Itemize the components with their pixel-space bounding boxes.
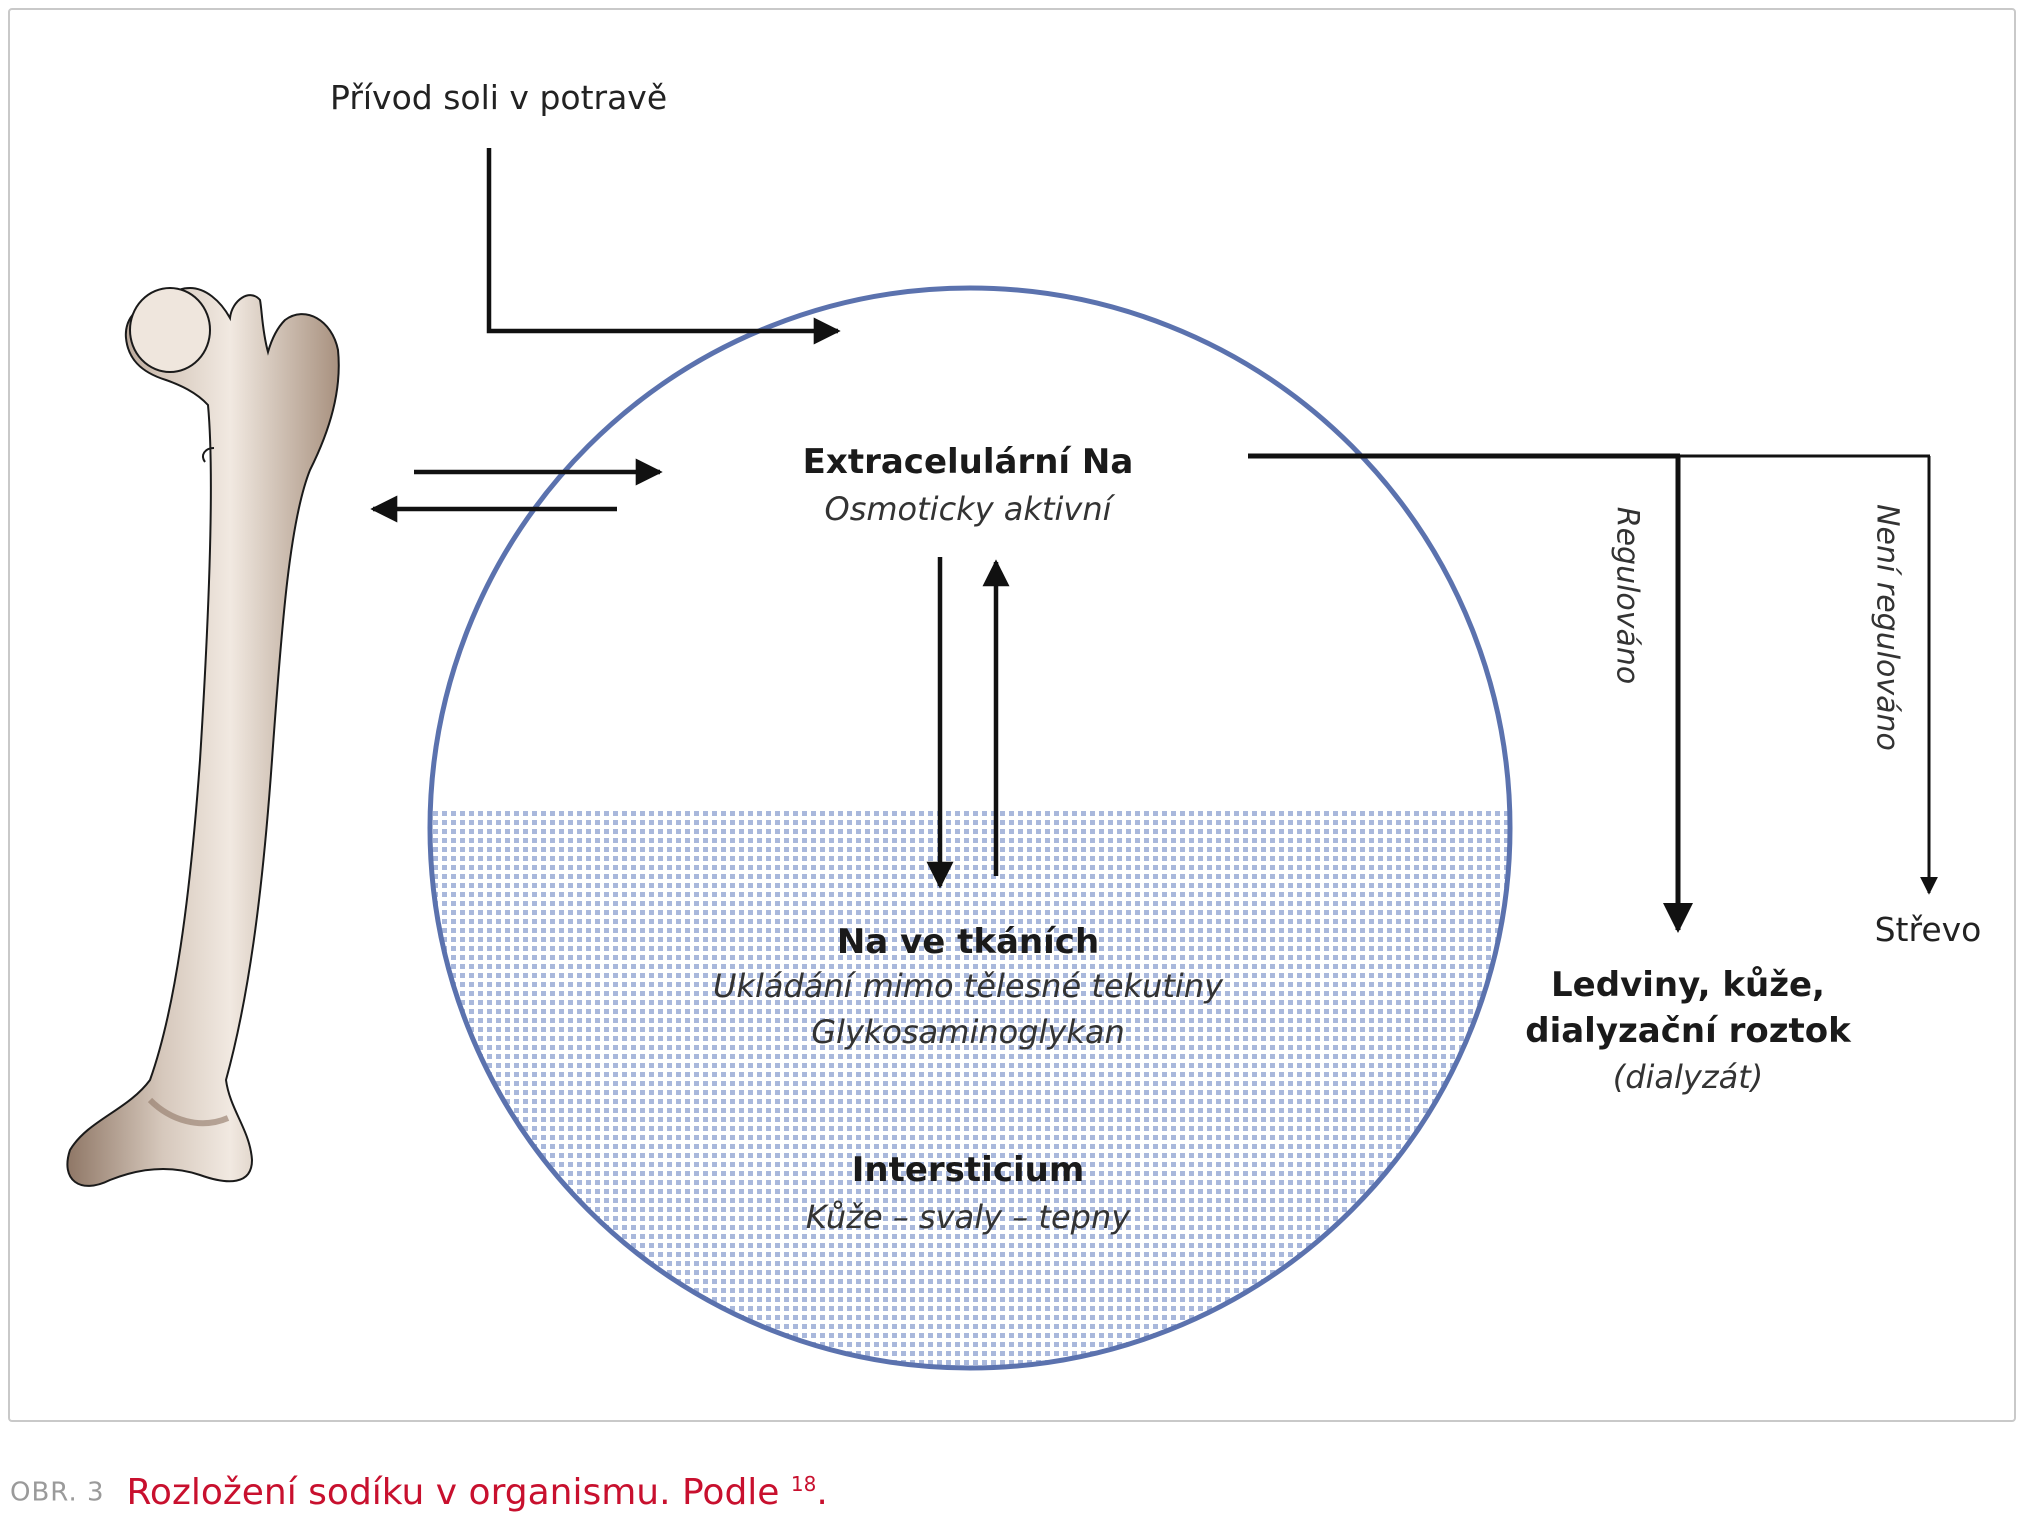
dialysate-label: (dialyzát) <box>1612 1058 1764 1096</box>
kidney-skin-title-line2: dialyzační roztok <box>1525 1011 1851 1051</box>
figure-number: OBR. 3 <box>10 1477 105 1508</box>
tissue-subtitle-gag: Glykosaminoglykan <box>811 1013 1125 1051</box>
regulated-label: Regulováno <box>1609 506 1645 685</box>
tissue-region <box>430 808 1510 1368</box>
figure-frame <box>8 8 2016 1422</box>
sodium-distribution-diagram <box>66 148 1938 1371</box>
femur-bone-illustration <box>66 286 340 1187</box>
extracellular-subtitle: Osmoticky aktivní <box>824 490 1112 528</box>
tissue-subtitle-storage: Ukládání mimo tělesné tekutiny <box>712 967 1224 1005</box>
tissue-title: Na ve tkáních <box>836 922 1100 962</box>
figure-caption: OBR. 3 Rozložení sodíku v organismu. Podl… <box>10 1472 828 1513</box>
body-sodium-circle <box>427 285 1513 1371</box>
caption-text: Rozložení sodíku v organismu. Podle 18. <box>127 1472 828 1513</box>
kidney-skin-title-line1: Ledviny, kůže, <box>1551 965 1825 1005</box>
caption-main-text: Rozložení sodíku v organismu. Podle <box>126 1472 791 1513</box>
extracellular-title: Extracelulární Na <box>802 442 1134 482</box>
caption-period: . <box>816 1472 828 1513</box>
not-regulated-label: Není regulováno <box>1869 504 1905 751</box>
interstitium-title: Intersticium <box>851 1150 1085 1190</box>
salt-intake-label: Přívod soli v potravě <box>330 78 668 117</box>
interstitium-subtitle: Kůže – svaly – tepny <box>805 1198 1131 1236</box>
gut-label: Střevo <box>1874 910 1982 949</box>
caption-reference: 18 <box>790 1472 817 1496</box>
intake-arrow <box>486 148 841 345</box>
